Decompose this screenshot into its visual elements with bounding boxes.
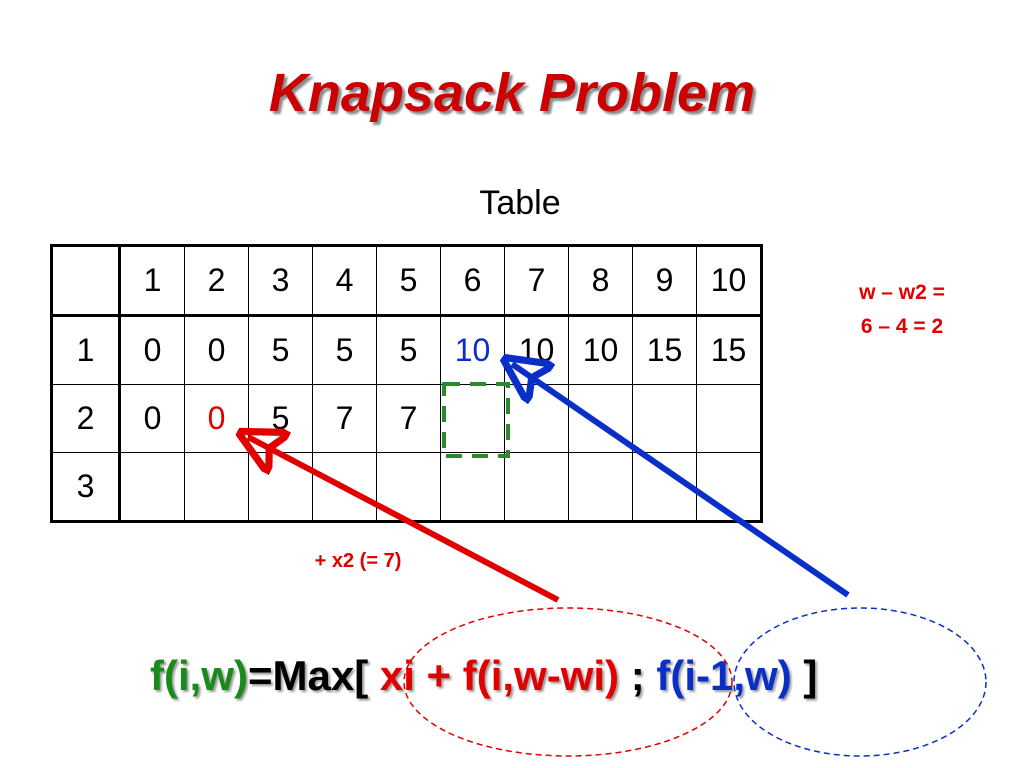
blue-dashed-ellipse: [733, 607, 987, 757]
recurrence-formula: f(i,w)=Max[ xi + f(i,w-wi) ; f(i-1,w) ]: [150, 652, 817, 700]
target-cell-dashed-box: [442, 382, 510, 458]
slide-title: Knapsack Problem: [268, 63, 756, 123]
table-caption: Table: [479, 184, 561, 222]
table-cell: [696, 384, 762, 453]
table-cell: [119, 452, 185, 522]
table-cell: 7: [376, 384, 441, 453]
header-cell: 1: [119, 245, 185, 317]
row-label-cell: 3: [51, 452, 121, 522]
header-cell: 10: [696, 245, 762, 317]
formula-max: =Max[: [247, 652, 369, 699]
table-cell: 0: [184, 315, 249, 385]
weight-note: w – w2 = 6 – 4 = 2: [822, 276, 982, 344]
red-dashed-ellipse: [403, 607, 733, 757]
weight-note-line1: w – w2 =: [859, 281, 945, 304]
item-value-note: + x2 (= 7): [314, 550, 402, 572]
header-cell: [51, 245, 121, 317]
blue-arrow-icon: [512, 364, 850, 598]
header-cell: 8: [568, 245, 633, 317]
red-arrow-icon: [248, 437, 560, 603]
formula-take-item: xi + f(i,w-wi): [368, 652, 620, 699]
table-cell: 7: [312, 384, 377, 453]
table-cell: 10: [568, 315, 633, 385]
weight-note-line2: 6 – 4 = 2: [860, 315, 944, 338]
header-cell: 7: [504, 245, 569, 317]
formula-function: f(i,w): [150, 652, 248, 699]
table-header-row: 1 2 3 4 5 6 7 8 9 10: [51, 245, 762, 317]
table-cell: [568, 452, 633, 522]
header-cell: 5: [376, 245, 441, 317]
table-cell: 5: [312, 315, 377, 385]
row-label-cell: 1: [51, 315, 121, 385]
formula-separator: ;: [619, 652, 657, 699]
table-cell: 15: [696, 315, 762, 385]
table-cell: 0: [119, 315, 185, 385]
table-cell: [440, 452, 505, 522]
row-label-cell: 2: [51, 384, 121, 453]
table-cell: 5: [376, 315, 441, 385]
header-cell: 3: [248, 245, 313, 317]
table-cell: [504, 452, 569, 522]
formula-close: ]: [791, 652, 818, 699]
header-cell: 6: [440, 245, 505, 317]
